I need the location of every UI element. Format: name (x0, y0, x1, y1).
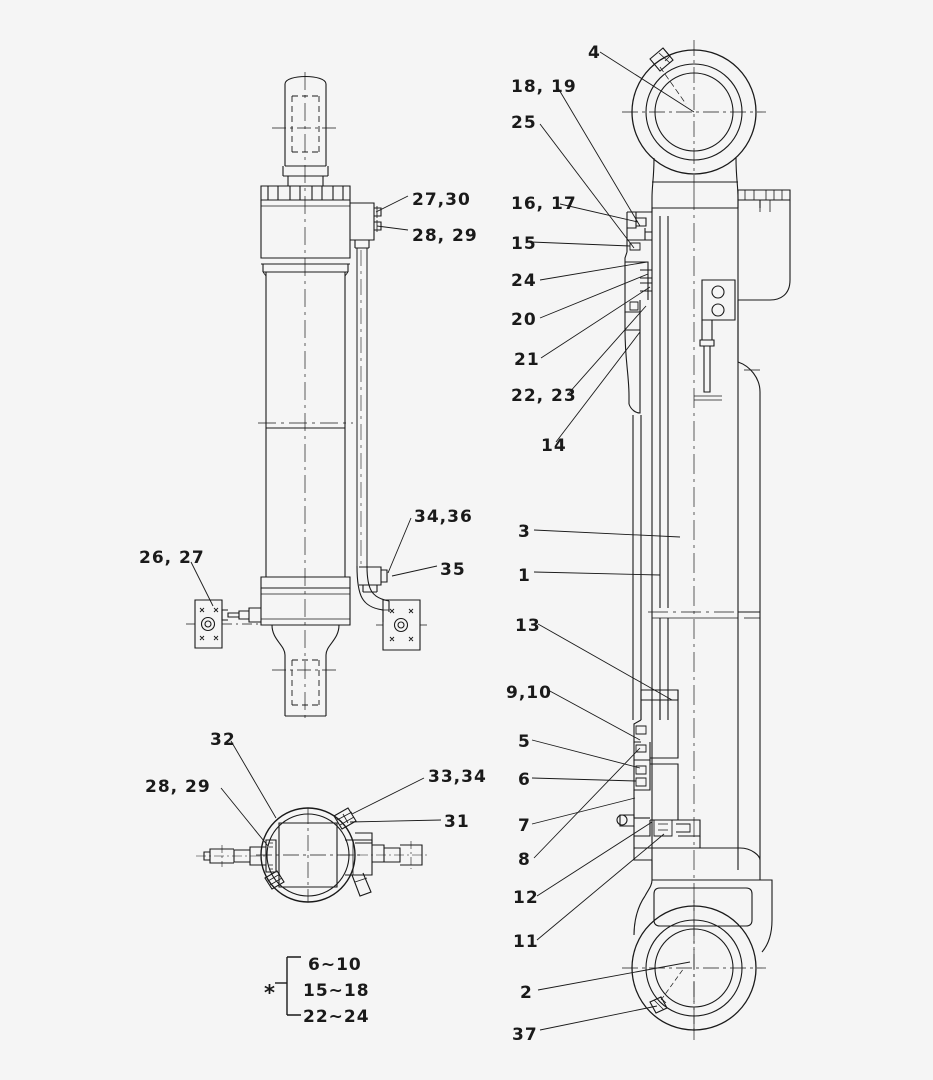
callout-8: 8 (518, 850, 531, 870)
callout-20: 20 (511, 310, 537, 330)
callout-3: 3 (518, 522, 531, 542)
callout-25: 25 (511, 113, 537, 133)
callout-33-34: 33,34 (428, 767, 487, 787)
callout-7: 7 (518, 816, 531, 836)
clamp-detail-view (196, 740, 442, 903)
legend-range-3: 22~24 (303, 1007, 370, 1027)
legend-bracket (275, 956, 301, 1016)
callout-26-27: 26, 27 (139, 548, 205, 568)
callout-11: 11 (513, 932, 539, 952)
callout-1: 1 (518, 566, 531, 586)
right-view-leaders (530, 51, 695, 1031)
right-section-view (530, 40, 791, 1040)
legend-range-1: 6~10 (308, 955, 362, 975)
callout-14: 14 (541, 436, 567, 456)
callout-9-10: 9,10 (506, 683, 552, 703)
callout-21: 21 (514, 350, 540, 370)
callout-5: 5 (518, 732, 531, 752)
callout-13: 13 (515, 616, 541, 636)
callout-2: 2 (520, 983, 533, 1003)
callout-6: 6 (518, 770, 531, 790)
callout-16-17: 16, 17 (511, 194, 577, 214)
callout-18-19: 18, 19 (511, 77, 577, 97)
callout-27-30: 27,30 (412, 190, 471, 210)
left-elevation-view (186, 72, 438, 718)
callout-31: 31 (444, 812, 470, 832)
callout-37: 37 (512, 1025, 538, 1045)
callout-28-29-top: 28, 29 (412, 226, 478, 246)
callout-12: 12 (513, 888, 539, 908)
callout-22-23: 22, 23 (511, 386, 577, 406)
callout-24: 24 (511, 271, 537, 291)
callout-34-36: 34,36 (414, 507, 473, 527)
callout-28-29-clamp: 28, 29 (145, 777, 211, 797)
callout-35: 35 (440, 560, 466, 580)
legend-asterisk: * (264, 981, 276, 1005)
callout-32: 32 (210, 730, 236, 750)
legend-range-2: 15~18 (303, 981, 370, 1001)
callout-15: 15 (511, 234, 537, 254)
callout-4: 4 (588, 43, 601, 63)
left-view-leaders (190, 195, 438, 607)
clamp-view-leaders (220, 740, 442, 847)
